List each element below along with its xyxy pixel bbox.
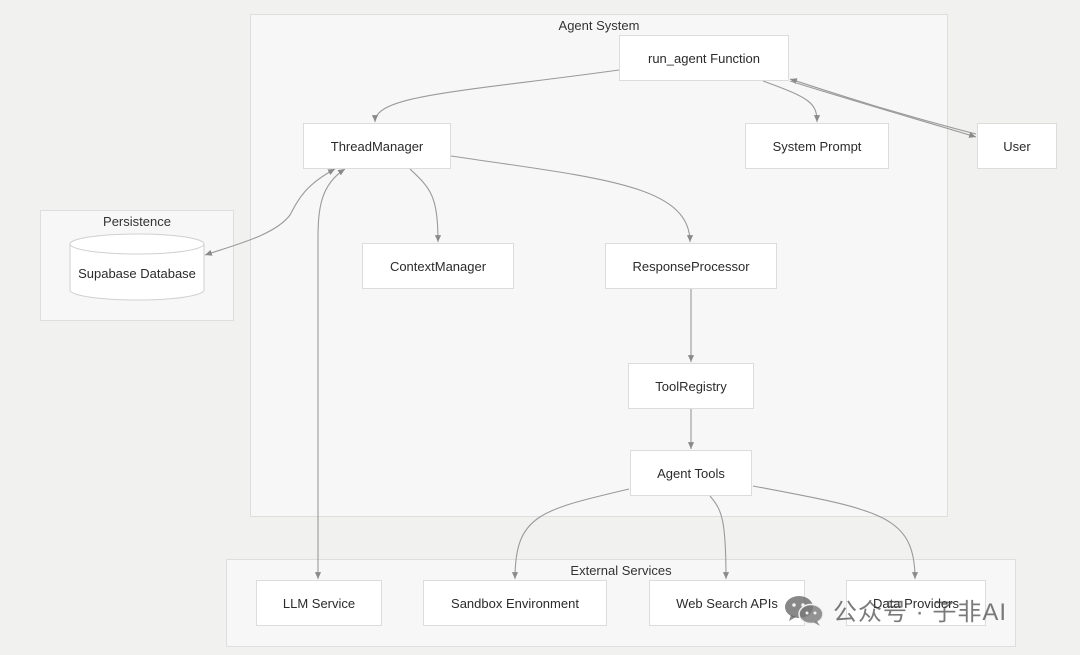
agent-tools-label: Agent Tools <box>657 465 725 481</box>
data-providers-label: Data Providers <box>873 595 959 611</box>
agent-system-cluster: Agent System <box>250 14 948 517</box>
context-manager-label: ContextManager <box>389 258 487 274</box>
thread-manager-label: ThreadManager <box>330 138 424 154</box>
system-prompt-node: System Prompt <box>745 123 889 169</box>
system-prompt-label: System Prompt <box>772 138 862 154</box>
sandbox-environment-node: Sandbox Environment <box>423 580 607 626</box>
web-search-apis-node: Web Search APIs <box>649 580 805 626</box>
tool-registry-node: ToolRegistry <box>628 363 754 409</box>
database-cylinder-icon <box>69 233 205 301</box>
run-agent-function-node: run_agent Function <box>619 35 789 81</box>
persistence-title: Persistence <box>103 214 171 229</box>
response-processor-label: ResponseProcessor <box>632 258 750 274</box>
agent-tools-node: Agent Tools <box>630 450 752 496</box>
user-label: User <box>1003 138 1031 154</box>
data-providers-node: Data Providers <box>846 580 986 626</box>
context-manager-node: ContextManager <box>362 243 514 289</box>
watermark-text: 公众号 · 子非AI <box>833 599 1008 626</box>
tool-registry-label: ToolRegistry <box>655 378 727 394</box>
wechat-logo-icon <box>785 595 824 626</box>
sandbox-environment-label: Sandbox Environment <box>451 595 579 611</box>
agent-system-title: Agent System <box>558 18 640 33</box>
web-search-apis-label: Web Search APIs <box>676 595 778 611</box>
supabase-database-node: Supabase Database <box>69 233 205 301</box>
llm-service-label: LLM Service <box>282 595 356 611</box>
response-processor-node: ResponseProcessor <box>605 243 777 289</box>
supabase-database-label: Supabase Database <box>78 266 196 281</box>
thread-manager-node: ThreadManager <box>303 123 451 169</box>
user-node: User <box>977 123 1057 169</box>
llm-service-node: LLM Service <box>256 580 382 626</box>
run-agent-function-label: run_agent Function <box>647 50 761 66</box>
external-services-title: External Services <box>570 563 672 578</box>
watermark: 公众号 · 子非AI <box>783 592 1007 627</box>
